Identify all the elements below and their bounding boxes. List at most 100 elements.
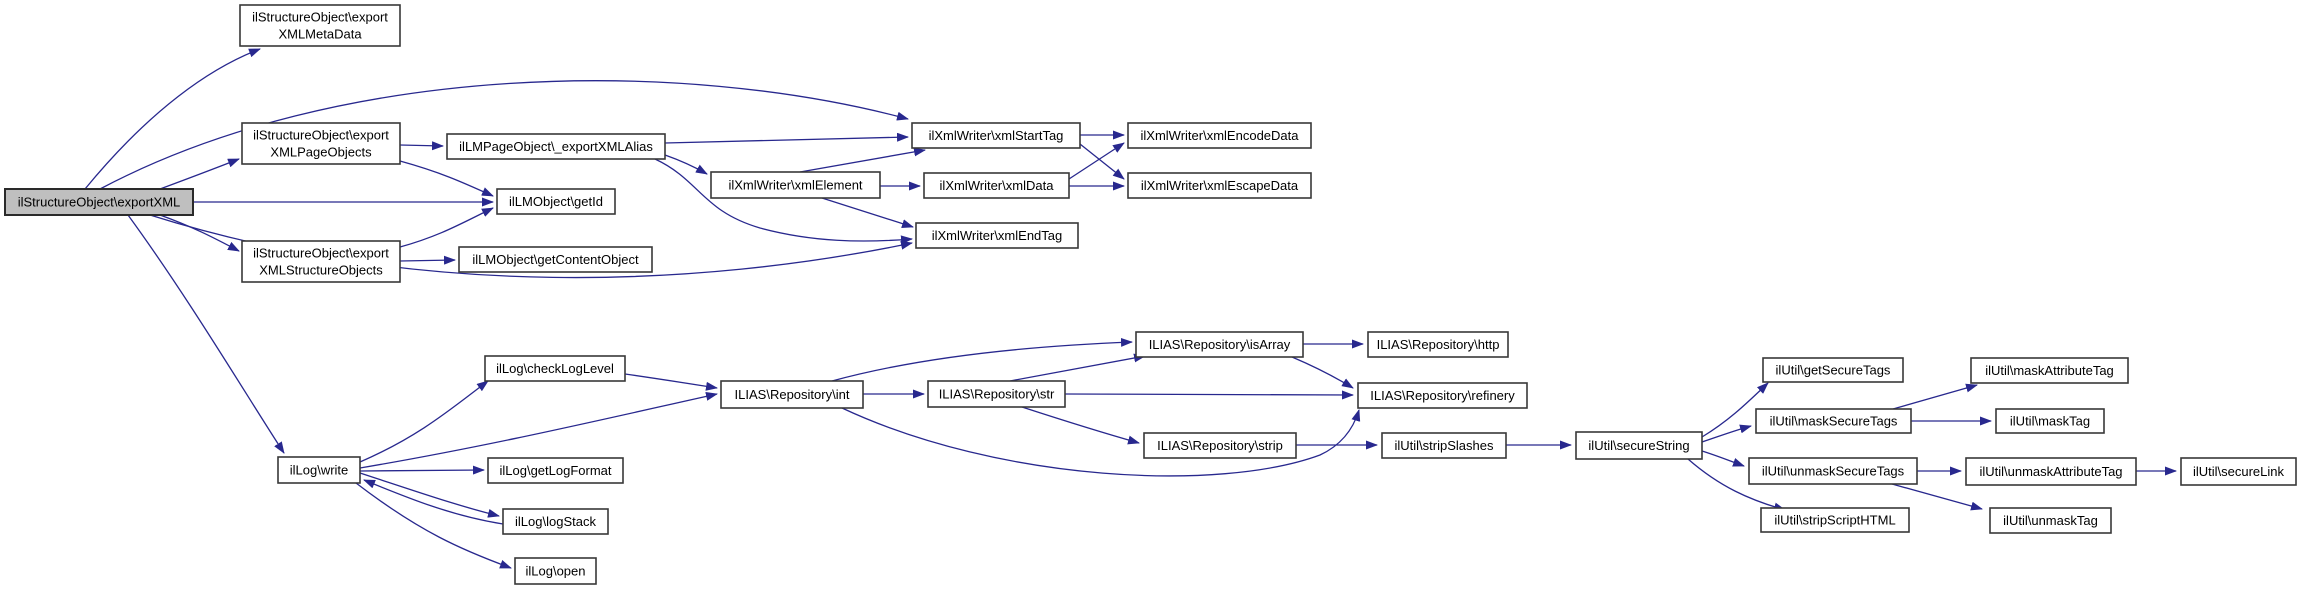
node-box-exportxmlalias[interactable] [446,133,666,160]
node-stripscripthtml[interactable]: ilUtil\stripScriptHTML [1760,507,1910,533]
edge-xmlstarttag-to-xmlescapedata [1079,143,1125,180]
node-xmlescapedata[interactable]: ilXmlWriter\xmlEscapeData [1127,172,1312,199]
node-box-xmlescapedata[interactable] [1127,172,1312,199]
node-checkloglevel[interactable]: ilLog\checkLogLevel [484,355,626,382]
node-box-getlogformat[interactable] [487,457,624,484]
node-maskattributetag[interactable]: ilUtil\maskAttributeTag [1970,357,2129,384]
node-label-line1: ilStructureObject\export [253,246,389,261]
edge-exportxml-to-xmlstarttag [99,80,909,190]
edge-str-to-refinery [1064,390,1354,400]
node-box-securelink[interactable] [2180,457,2297,486]
node-xmlelement[interactable]: ilXmlWriter\xmlElement [710,171,881,199]
node-box-refinery[interactable] [1357,382,1528,409]
node-isarray[interactable]: ILIAS\Repository\isArray [1135,331,1304,358]
node-getsecuretags[interactable]: ilUtil\getSecureTags [1762,357,1904,383]
node-getlogformat[interactable]: ilLog\getLogFormat [487,457,624,484]
node-xmlstarttag[interactable]: ilXmlWriter\xmlStartTag [911,122,1081,149]
node-box-xmldata[interactable] [923,172,1070,199]
node-box-unmasksecuretags[interactable] [1748,457,1918,485]
node-box-http[interactable] [1367,331,1509,358]
node-box-open[interactable] [514,557,597,585]
node-securelink[interactable]: ilUtil\secureLink [2180,457,2297,486]
node-masktag[interactable]: ilUtil\maskTag [1995,408,2105,434]
node-box-getid[interactable] [496,188,616,215]
node-label-masksecuretags: ilUtil\maskSecureTags [1770,414,1898,429]
node-box-unmasktag[interactable] [1989,507,2112,534]
node-stripslashes[interactable]: ilUtil\stripSlashes [1381,432,1507,459]
node-xmldata[interactable]: ilXmlWriter\xmlData [923,172,1070,199]
node-label-xmlencodedata: ilXmlWriter\xmlEncodeData [1141,128,1300,143]
node-unmasksecuretags[interactable]: ilUtil\unmaskSecureTags [1748,457,1918,485]
node-box-exportxml[interactable] [4,188,194,216]
node-label-strip: ILIAS\Repository\strip [1157,438,1283,453]
node-box-exportxmlstructureobjects[interactable] [241,240,401,283]
node-box-exportxmlpageobjects[interactable] [241,122,401,165]
node-label-xmlendtag: ilXmlWriter\xmlEndTag [932,228,1063,243]
edge-isarray-to-refinery [1291,356,1354,389]
node-label-unmasktag: ilUtil\unmaskTag [2003,513,2098,528]
edge-exportxmlstructureobjects-to-getid [399,207,494,248]
node-unmasktag[interactable]: ilUtil\unmaskTag [1989,507,2112,534]
node-box-strip[interactable] [1143,432,1297,459]
node-label-getcontentobject: ilLMObject\getContentObject [472,252,639,267]
node-securestring[interactable]: ilUtil\secureString [1575,431,1703,460]
edge-exportxmlalias-to-xmlstarttag [664,132,909,144]
node-box-write[interactable] [277,456,361,484]
node-box-int[interactable] [720,380,864,409]
node-open[interactable]: ilLog\open [514,557,597,585]
node-box-str[interactable] [927,380,1066,408]
edge-exportxmlalias-to-xmlendtag [654,158,913,245]
node-box-logstack[interactable] [502,508,609,535]
edge-str-to-strip [1021,406,1140,445]
edge-securestring-to-stripscripthtml [1687,458,1786,512]
node-label-str: ILIAS\Repository\str [939,387,1055,402]
node-box-stripslashes[interactable] [1381,432,1507,459]
node-box-xmlencodedata[interactable] [1127,122,1312,149]
node-label-unmasksecuretags: ilUtil\unmaskSecureTags [1762,464,1905,479]
node-write[interactable]: ilLog\write [277,456,361,484]
node-box-xmlelement[interactable] [710,171,881,199]
node-box-xmlendtag[interactable] [915,222,1079,249]
node-http[interactable]: ILIAS\Repository\http [1367,331,1509,358]
node-logstack[interactable]: ilLog\logStack [502,508,609,535]
node-exportxmlalias[interactable]: ilLMPageObject\_exportXMLAlias [446,133,666,160]
node-strip[interactable]: ILIAS\Repository\strip [1143,432,1297,459]
node-box-stripscripthtml[interactable] [1760,507,1910,533]
edge-write-to-open [355,482,512,569]
node-box-getsecuretags[interactable] [1762,357,1904,383]
node-box-unmaskattributetag[interactable] [1965,457,2137,486]
node-box-securestring[interactable] [1575,431,1703,460]
node-getid[interactable]: ilLMObject\getId [496,188,616,215]
node-box-xmlstarttag[interactable] [911,122,1081,149]
node-box-isarray[interactable] [1135,331,1304,358]
node-getcontentobject[interactable]: ilLMObject\getContentObject [458,246,653,273]
node-label-getid: ilLMObject\getId [509,194,603,209]
node-box-exportxmlmetadata[interactable] [239,4,401,47]
node-box-getcontentobject[interactable] [458,246,653,273]
node-unmaskattributetag[interactable]: ilUtil\unmaskAttributeTag [1965,457,2137,486]
edge-exportxml-to-exportxmlstructureobjects [159,214,240,252]
node-label-xmlstarttag: ilXmlWriter\xmlStartTag [929,128,1064,143]
node-str[interactable]: ILIAS\Repository\str [927,380,1066,408]
node-refinery[interactable]: ILIAS\Repository\refinery [1357,382,1528,409]
node-box-masksecuretags[interactable] [1755,408,1912,434]
node-xmlendtag[interactable]: ilXmlWriter\xmlEndTag [915,222,1079,249]
edge-exportxmlpageobjects-to-getid [399,160,494,197]
node-exportxml[interactable]: ilStructureObject\exportXML [4,188,194,216]
node-int[interactable]: ILIAS\Repository\int [720,380,864,409]
node-masksecuretags[interactable]: ilUtil\maskSecureTags [1755,408,1912,434]
node-box-maskattributetag[interactable] [1970,357,2129,384]
node-xmlencodedata[interactable]: ilXmlWriter\xmlEncodeData [1127,122,1312,149]
node-label-checkloglevel: ilLog\checkLogLevel [496,361,614,376]
edge-write-to-getlogformat [359,465,485,475]
edge-xmldata-to-xmlencodedata [1068,142,1125,180]
edge-xmlelement-to-xmlstarttag [799,147,926,173]
edge-write-to-checkloglevel [359,380,489,463]
edge-xmlelement-to-xmlendtag [821,197,914,228]
node-box-masktag[interactable] [1995,408,2105,434]
node-box-checkloglevel[interactable] [484,355,626,382]
